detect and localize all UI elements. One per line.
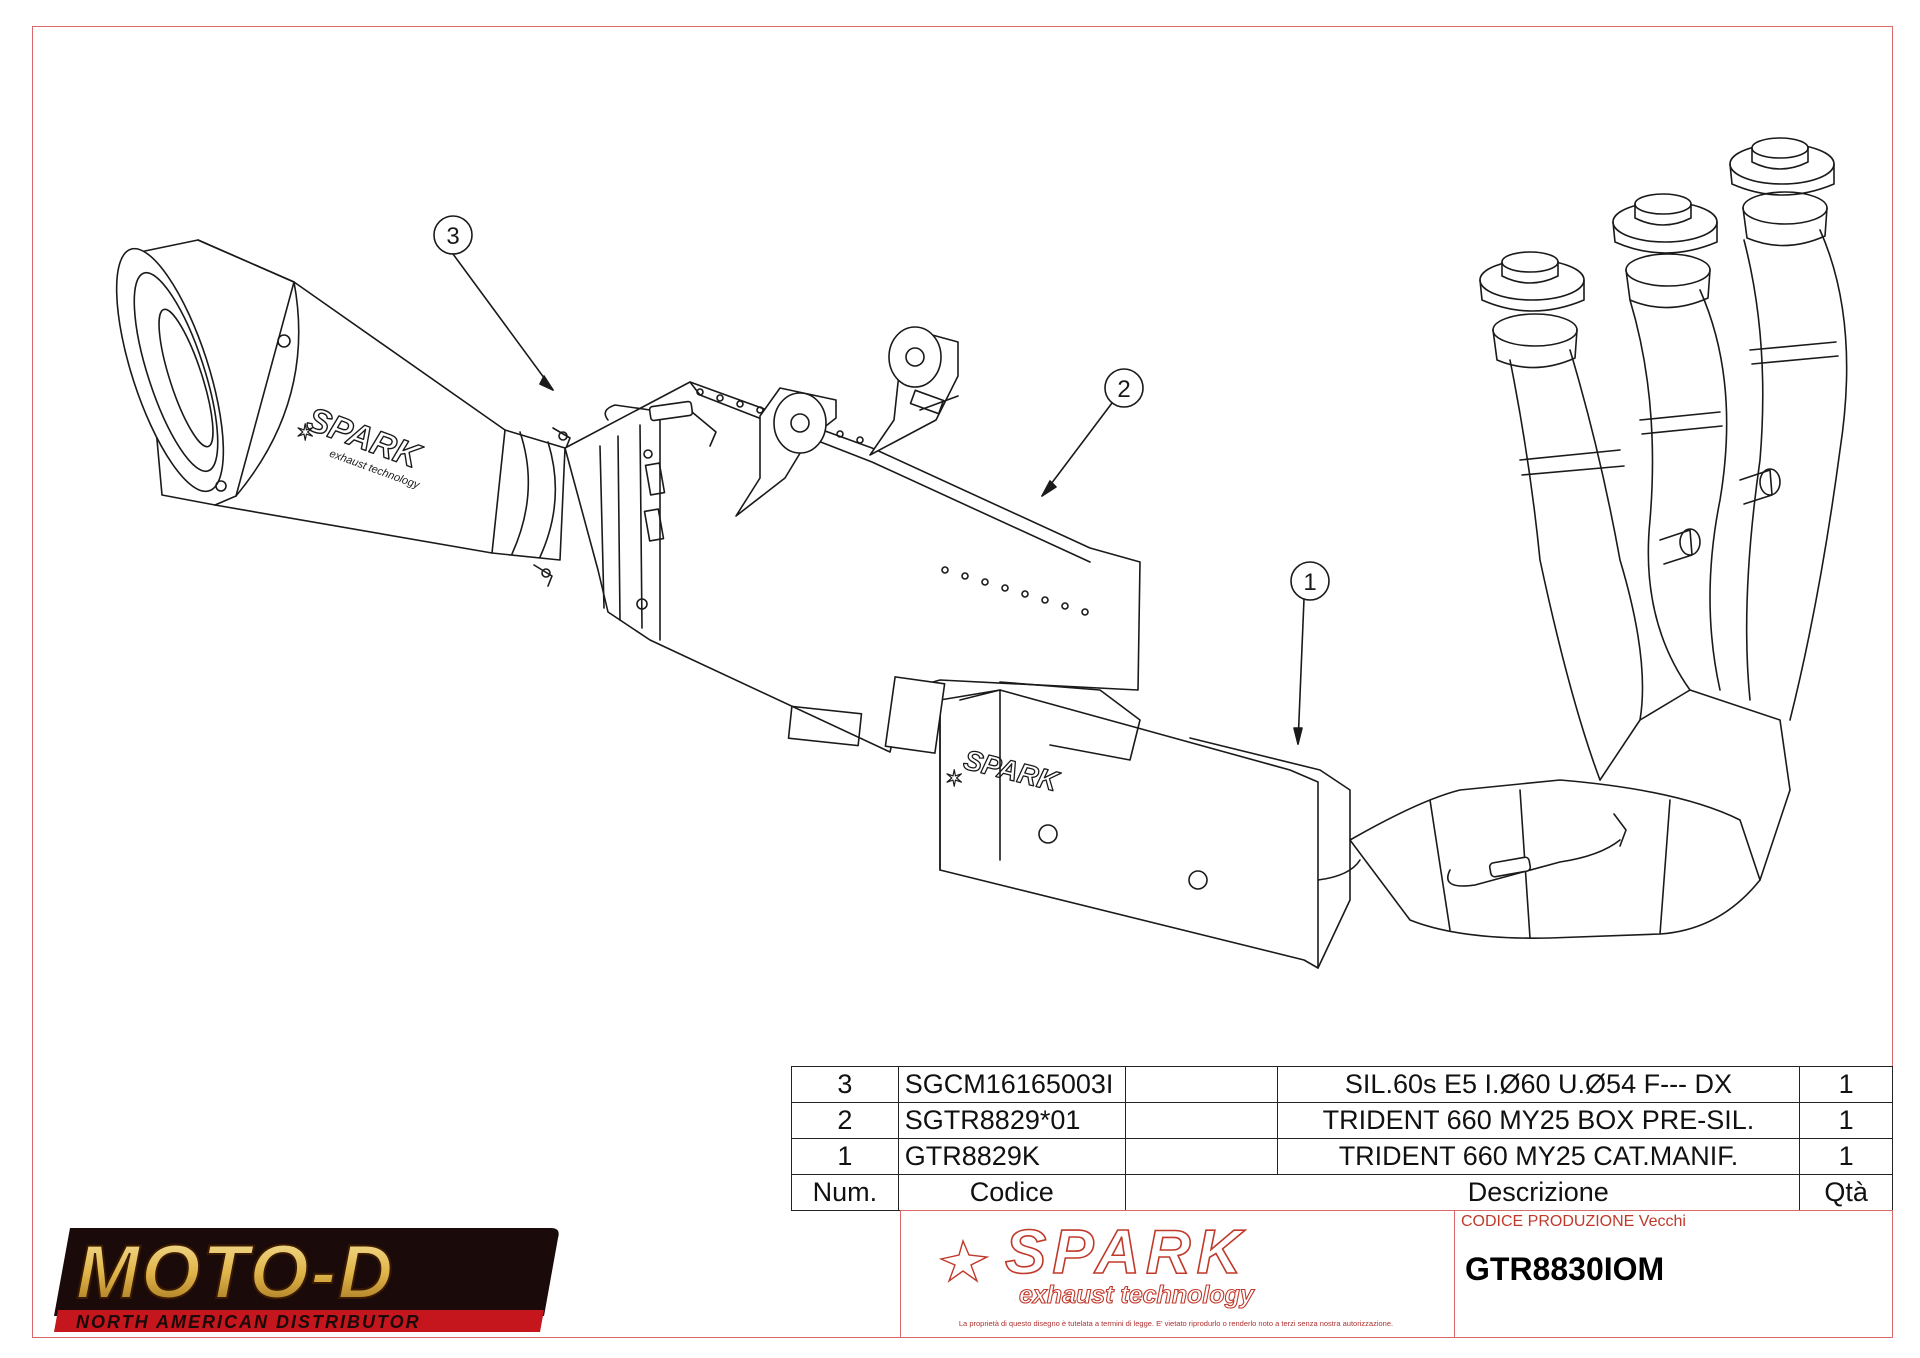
bom-header-row: Num. Codice Descrizione Qtà (791, 1174, 1893, 1211)
callout-3: 3 (433, 215, 554, 391)
bom-qty: 1 (1799, 1102, 1893, 1139)
bom-num: 1 (791, 1138, 899, 1175)
bom-qty: 1 (1799, 1066, 1893, 1103)
bom-header-blank (1124, 1174, 1278, 1211)
production-code: GTR8830IOM (1465, 1251, 1665, 1287)
callout-2: 2 (1041, 368, 1144, 497)
legal-notice: La proprietà di questo disegno è tutelat… (958, 1319, 1394, 1328)
box-star-icon: ✶ (945, 766, 963, 791)
bom-code: SGCM16165003I (897, 1066, 1126, 1103)
bom-header-num: Num. (791, 1174, 899, 1211)
bom-description: TRIDENT 660 MY25 CAT.MANIF. (1276, 1138, 1801, 1175)
silencer-part-3 (115, 239, 571, 587)
title-block: SPARK exhaust technology CODICE PRODUZIO… (900, 1210, 1893, 1338)
bill-of-materials: 3 SGCM16165003I SIL.60s E5 I.Ø60 U.Ø54 F… (791, 1066, 1893, 1211)
bom-blank (1124, 1066, 1278, 1103)
bom-description: TRIDENT 660 MY25 BOX PRE-SIL. (1276, 1102, 1801, 1139)
manifold-flange-middle (1612, 193, 1718, 309)
manifold-flange-right (1729, 137, 1835, 247)
production-code-label: CODICE PRODUZIONE Vecchi (1461, 1213, 1686, 1230)
manifold-flange-left (1479, 251, 1585, 369)
bom-blank (1124, 1138, 1278, 1175)
bom-header-description: Descrizione (1277, 1174, 1801, 1211)
table-row: 1 GTR8829K TRIDENT 660 MY25 CAT.MANIF. 1 (791, 1138, 1893, 1175)
distributor-subtitle: NORTH AMERICAN DISTRIBUTOR (76, 1312, 421, 1332)
exhaust-assembly-drawing: 3 2 1 SPARK exhaust technology SPARK ✶ ✶ (115, 137, 1848, 969)
bom-qty: 1 (1799, 1138, 1893, 1175)
title-block-divider (1454, 1211, 1455, 1337)
bom-num: 2 (791, 1102, 899, 1139)
bom-header-code: Codice (897, 1174, 1126, 1211)
exhaust-manifold (1349, 137, 1848, 939)
catalytic-section-part-1 (884, 676, 1361, 969)
bom-code: SGTR8829*01 (897, 1102, 1126, 1139)
table-row: 3 SGCM16165003I SIL.60s E5 I.Ø60 U.Ø54 F… (791, 1066, 1893, 1103)
callout-1-label: 1 (1303, 569, 1316, 596)
bom-header-qty: Qtà (1799, 1174, 1893, 1211)
callout-1: 1 (1290, 561, 1330, 745)
bom-blank (1124, 1102, 1278, 1139)
bom-code: GTR8829K (897, 1138, 1126, 1175)
bom-description: SIL.60s E5 I.Ø60 U.Ø54 F--- DX (1276, 1066, 1801, 1103)
drawing-border (32, 26, 1893, 1338)
moto-d-distributor-logo: MOTO-D NORTH AMERICAN DISTRIBUTOR (54, 1228, 559, 1332)
title-brand-name: SPARK (1005, 1218, 1247, 1287)
title-brand-tagline: exhaust technology (1019, 1281, 1255, 1309)
box-pre-silencer-part-2 (564, 326, 1141, 753)
callout-2-label: 2 (1117, 376, 1130, 403)
table-row: 2 SGTR8829*01 TRIDENT 660 MY25 BOX PRE-S… (791, 1102, 1893, 1139)
spark-brand-logo: SPARK exhaust technology (938, 1217, 1255, 1310)
distributor-name: MOTO-D (76, 1230, 395, 1315)
silencer-star-icon: ✶ (296, 420, 314, 445)
bom-num: 3 (791, 1066, 899, 1103)
callout-3-label: 3 (446, 223, 459, 250)
